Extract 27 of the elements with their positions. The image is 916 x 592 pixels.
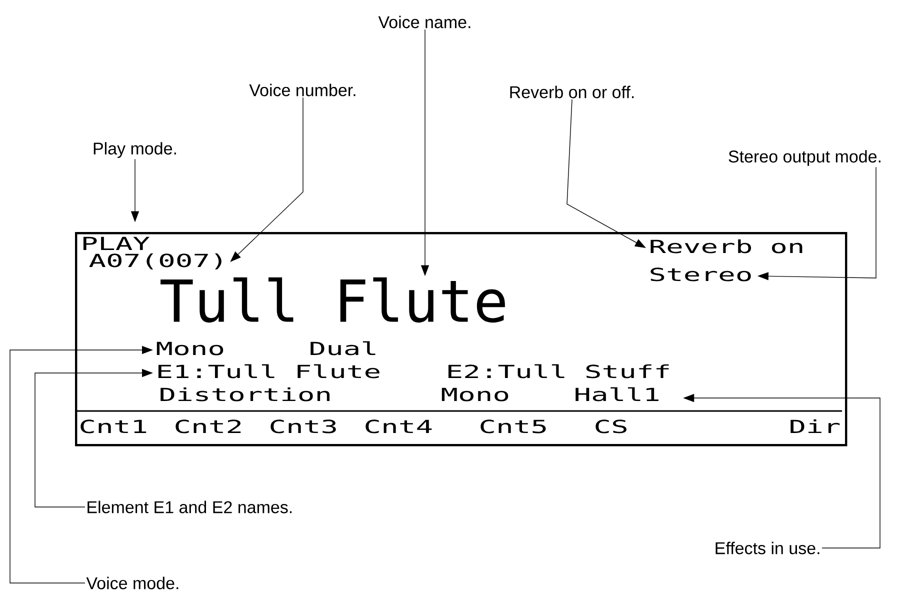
callout-text: Reverb on or off. — [510, 86, 634, 98]
display-text: Hall1 — [576, 387, 658, 402]
display-text: CS — [596, 420, 626, 434]
display-text: Distortion — [160, 387, 330, 402]
display-text: Cnt3 — [270, 420, 336, 434]
display-text: Cnt4 — [366, 420, 432, 434]
display-text: Cnt1 — [80, 420, 146, 434]
callout-text: Play mode. — [94, 142, 176, 158]
display-text: A07(007) — [89, 253, 222, 270]
callout-text: Element E1 and E2 names. — [88, 500, 292, 514]
display-text: Mono — [156, 342, 224, 356]
display-text: PLAY — [83, 236, 150, 250]
display-text: Dual — [310, 341, 376, 356]
display-text: Stereo — [650, 268, 751, 282]
callout-text: Voice number. — [249, 84, 356, 96]
display-text: Cnt2 — [176, 420, 241, 434]
display-text: Dir — [790, 419, 840, 433]
display-text: E1:Tull Flute — [158, 364, 380, 378]
voice-name-text: Tull Flute — [160, 277, 505, 323]
display-text: Mono — [442, 388, 508, 402]
callout-text: Effects in use. — [716, 542, 820, 554]
display-text: Cnt5 — [480, 420, 546, 434]
display-text: E2:Tull Stuff — [448, 364, 669, 378]
callout-text: Voice name. — [378, 16, 470, 28]
callout-text: Voice mode. — [86, 576, 178, 590]
display-text: Reverb on — [650, 239, 802, 254]
callout-text: Stereo output mode. — [728, 150, 880, 166]
